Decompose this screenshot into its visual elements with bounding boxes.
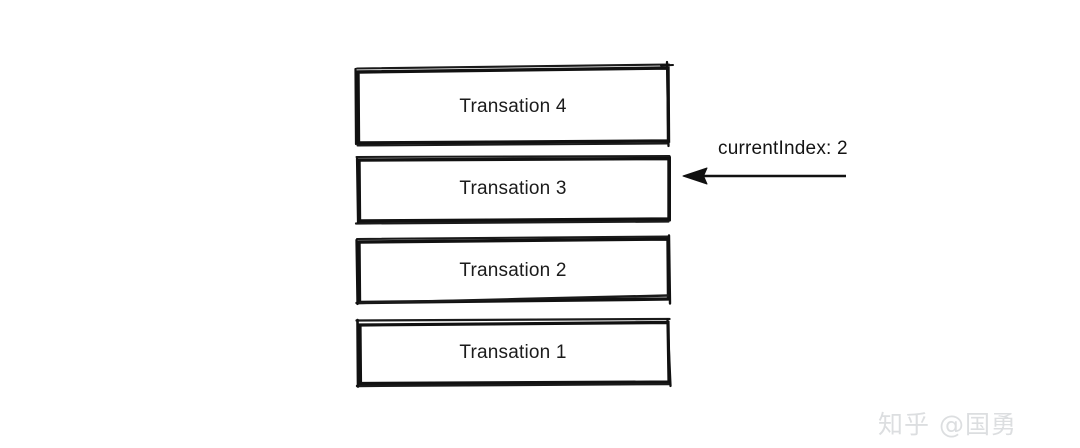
box-3-bottom-sketch-stroke <box>354 220 670 225</box>
box-2-outline <box>357 237 671 305</box>
left-arrow-icon <box>682 167 846 185</box>
box-1-outline <box>358 320 671 386</box>
box-1-top-sketch-stroke <box>355 317 671 322</box>
box-4-corner-tick <box>660 64 674 67</box>
box-1-left-sketch-stroke <box>356 318 360 388</box>
box-4-left-sketch-stroke <box>354 67 358 146</box>
box-transation-4[interactable] <box>354 60 674 148</box>
current-index-annotation: currentIndex: 2 <box>718 138 848 159</box>
box-2-bottom-sketch-stroke <box>355 294 670 305</box>
arrow-head <box>682 167 708 185</box>
box-4-bottom-sketch-stroke <box>356 142 669 147</box>
box-3-top-sketch-stroke <box>355 155 671 158</box>
box-2-top-sketch-stroke <box>355 235 671 241</box>
box-3-left-sketch-stroke <box>355 157 360 224</box>
box-4-top-sketch-stroke <box>355 63 671 70</box>
box-transation-1[interactable] <box>355 317 672 388</box>
box-1-bottom-sketch-stroke <box>355 382 671 388</box>
zhihu-watermark: 知乎 @国勇 <box>878 410 1017 439</box>
box-1-right-sketch-stroke <box>666 318 672 388</box>
box-label-transation-4: Transation 4 <box>459 96 567 117</box>
box-2-right-overshoot <box>667 234 672 305</box>
box-label-transation-3: Transation 3 <box>459 178 567 199</box>
box-4-right-overshoot <box>665 60 670 148</box>
box-label-transation-2: Transation 2 <box>459 260 567 281</box>
box-label-transation-1: Transation 1 <box>459 342 567 363</box>
box-2-left-sketch-stroke <box>355 238 359 306</box>
box-transation-3[interactable] <box>354 155 671 225</box>
box-transation-2[interactable] <box>355 234 672 306</box>
